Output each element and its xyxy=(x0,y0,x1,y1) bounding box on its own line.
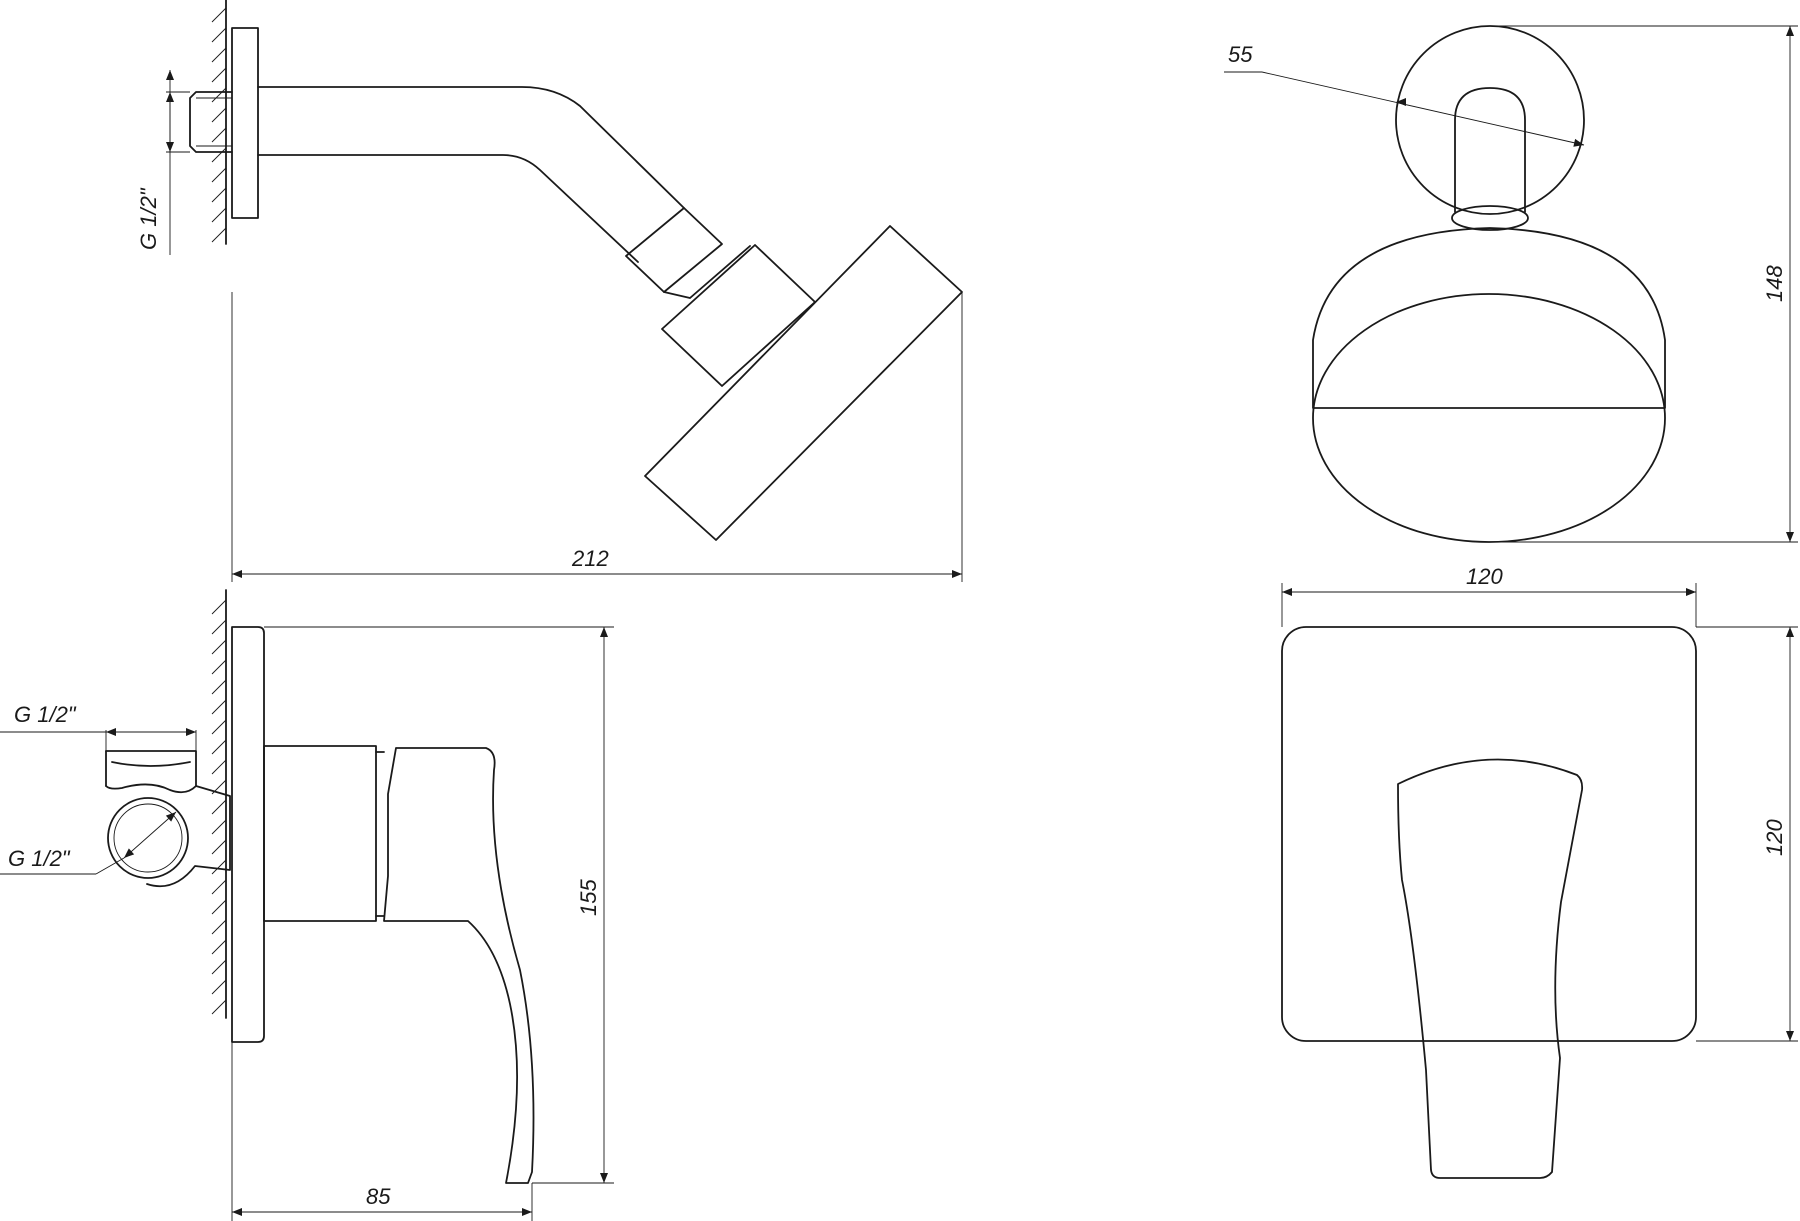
mixer-side-view xyxy=(105,589,535,1184)
front-wall-flange xyxy=(1395,25,1585,215)
shower-head-side xyxy=(644,225,963,541)
label-flange-diameter: 55 xyxy=(1228,42,1253,67)
front-head-body xyxy=(1312,227,1666,409)
label-shower-head-height: 148 xyxy=(1762,265,1787,302)
label-arm-projection: 212 xyxy=(571,546,609,571)
dim-mixer-depth: 85 xyxy=(231,1042,533,1221)
dim-shower-head-height: 148 xyxy=(1489,25,1798,543)
cover-plate-front xyxy=(1281,626,1697,1042)
wall-flange xyxy=(231,27,259,219)
mixer-front-view xyxy=(1281,626,1697,1179)
label-mixer-depth: 85 xyxy=(366,1184,391,1209)
shower-head-front-view xyxy=(1312,25,1666,543)
lever-front xyxy=(1397,758,1584,1179)
ball-joint xyxy=(663,245,751,299)
front-head-face xyxy=(1312,293,1666,543)
outlet-circle xyxy=(107,797,189,879)
thread-connector xyxy=(189,91,233,153)
label-shower-thread: G 1/2" xyxy=(136,187,161,250)
label-mixer-height: 155 xyxy=(576,879,601,916)
dim-plate-height: 120 xyxy=(1696,626,1798,1042)
wall-hatch-bottom xyxy=(211,589,227,1019)
mixer-body xyxy=(263,745,377,922)
valve-body xyxy=(105,750,231,888)
wall-hatch-top xyxy=(211,0,227,245)
label-mixer-inlet: G 1/2" xyxy=(14,702,77,727)
shower-arm xyxy=(257,86,685,263)
dim-arm-projection: 212 xyxy=(231,292,963,582)
arm-nut xyxy=(625,207,723,293)
label-plate-width: 120 xyxy=(1466,564,1503,589)
mixer-cover-plate-side xyxy=(231,626,265,1043)
dim-plate-width: 120 xyxy=(1281,564,1697,627)
mixer-lever-side xyxy=(383,747,535,1184)
dim-mixer-height: 155 xyxy=(264,626,614,1184)
label-mixer-outlet: G 1/2" xyxy=(8,846,71,871)
dim-shower-thread: G 1/2" xyxy=(136,70,190,255)
dim-mixer-outlet: G 1/2" xyxy=(0,811,177,875)
head-neck xyxy=(661,244,816,387)
dim-mixer-inlet: G 1/2" xyxy=(0,702,197,751)
dim-flange-diameter: 55 xyxy=(1224,42,1585,147)
front-arm xyxy=(1454,87,1526,213)
shower-arm-side-view xyxy=(189,0,963,541)
front-nut xyxy=(1451,205,1529,231)
label-plate-height: 120 xyxy=(1762,819,1787,856)
